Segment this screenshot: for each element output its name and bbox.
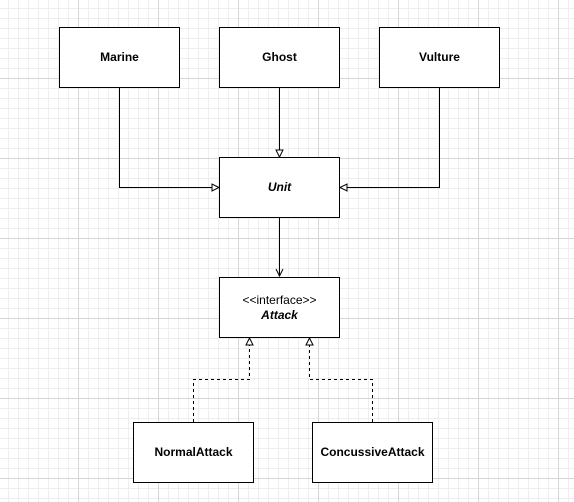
concussive-to-attack-line [309,345,373,422]
unit-class-name: Unit [267,180,292,194]
attack-interface-box[interactable]: <<interface>> Attack [219,277,340,338]
unit-to-attack-arrowhead [275,268,284,278]
concussive-attack-class-name: ConcussiveAttack [320,445,425,459]
normal-to-attack-arrowhead [245,336,254,346]
marine-to-unit-line [119,88,212,188]
normal-attack-class-name: NormalAttack [154,445,233,459]
ghost-to-unit-arrowhead [275,149,284,159]
vulture-class-box[interactable]: Vulture [379,27,500,88]
concussive-attack-class-box[interactable]: ConcussiveAttack [312,422,433,483]
marine-class-box[interactable]: Marine [59,27,180,88]
concussive-to-attack-arrowhead [305,336,314,346]
vulture-class-name: Vulture [419,50,460,64]
unit-class-box[interactable]: Unit [219,157,340,218]
vulture-to-unit-line [347,88,440,188]
ghost-class-box[interactable]: Ghost [219,27,340,88]
normal-attack-class-box[interactable]: NormalAttack [133,422,254,483]
marine-class-name: Marine [100,50,139,64]
attack-interface-name: Attack [261,307,298,322]
vulture-to-unit-arrowhead [338,183,348,192]
ghost-class-name: Ghost [262,50,297,64]
attack-stereotype: <<interface>> [242,292,317,307]
marine-to-unit-arrowhead [211,183,221,192]
normal-to-attack-line [193,345,250,422]
